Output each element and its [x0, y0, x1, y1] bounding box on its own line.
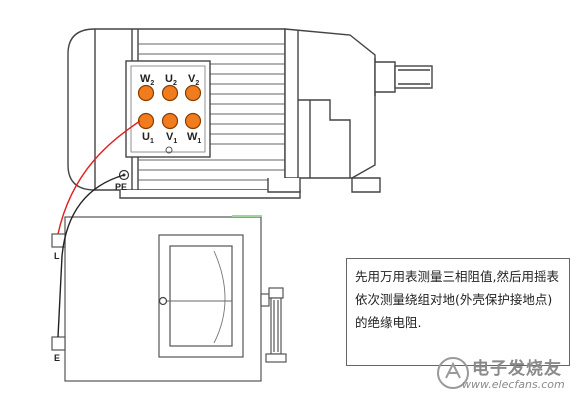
megger-terminal-e	[51, 336, 66, 351]
megger-dial-window	[169, 245, 233, 347]
terminal-w1	[184, 112, 202, 130]
instruction-note: 先用万用表测量三相阻值,然后用摇表依次测量绕组对地(外壳保护接地点)的绝缘电阻.	[346, 258, 570, 366]
terminal-u2-label: U	[165, 73, 173, 85]
terminal-u1-label: U	[142, 131, 150, 143]
terminal-w1-label: W	[187, 131, 198, 143]
svg-text:U2: U2	[165, 73, 177, 87]
line-lead-red	[57, 120, 141, 235]
elecfans-logo-icon	[437, 357, 469, 389]
terminal-v2	[184, 84, 202, 102]
svg-text:W1: W1	[187, 131, 201, 145]
megger-crank-handle	[260, 287, 287, 363]
cooling-fins	[138, 43, 285, 181]
megger-pivot-icon	[158, 296, 168, 306]
terminal-row-top: W2 U2 V2	[137, 73, 202, 102]
watermark-url: www.elecfans.com	[462, 378, 565, 391]
terminal-box-screw	[165, 146, 173, 154]
svg-text:V2: V2	[188, 73, 199, 87]
megger	[51, 216, 287, 382]
svg-text:W2: W2	[140, 73, 154, 87]
svg-text:V1: V1	[166, 131, 177, 145]
megger-scale-arc	[213, 250, 226, 344]
motor-base	[119, 190, 301, 199]
earth-lead-black	[57, 174, 125, 338]
terminal-row-bottom: U1 V1 W1	[137, 112, 202, 145]
terminal-e-label: E	[54, 353, 60, 363]
terminal-u1	[137, 112, 155, 130]
terminal-v1	[161, 112, 179, 130]
terminal-box	[125, 60, 211, 158]
terminal-w2-label: W	[140, 73, 151, 85]
terminal-u2	[161, 84, 179, 102]
output-shaft	[375, 61, 396, 93]
gearbox-flange	[351, 177, 381, 193]
svg-text:U1: U1	[142, 131, 154, 145]
terminal-l-label: L	[54, 251, 60, 261]
terminal-w2	[137, 84, 155, 102]
instruction-note-text: 先用万用表测量三相阻值,然后用摇表依次测量绕组对地(外壳保护接地点)的绝缘电阻.	[355, 269, 559, 330]
ground-label: PE	[115, 182, 127, 192]
terminal-v2-label: V	[188, 73, 196, 85]
watermark: 电子发烧友 www.elecfans.com	[436, 352, 576, 398]
shaft-key	[394, 65, 433, 89]
watermark-cn: 电子发烧友	[472, 359, 562, 379]
terminal-v1-label: V	[166, 131, 174, 143]
